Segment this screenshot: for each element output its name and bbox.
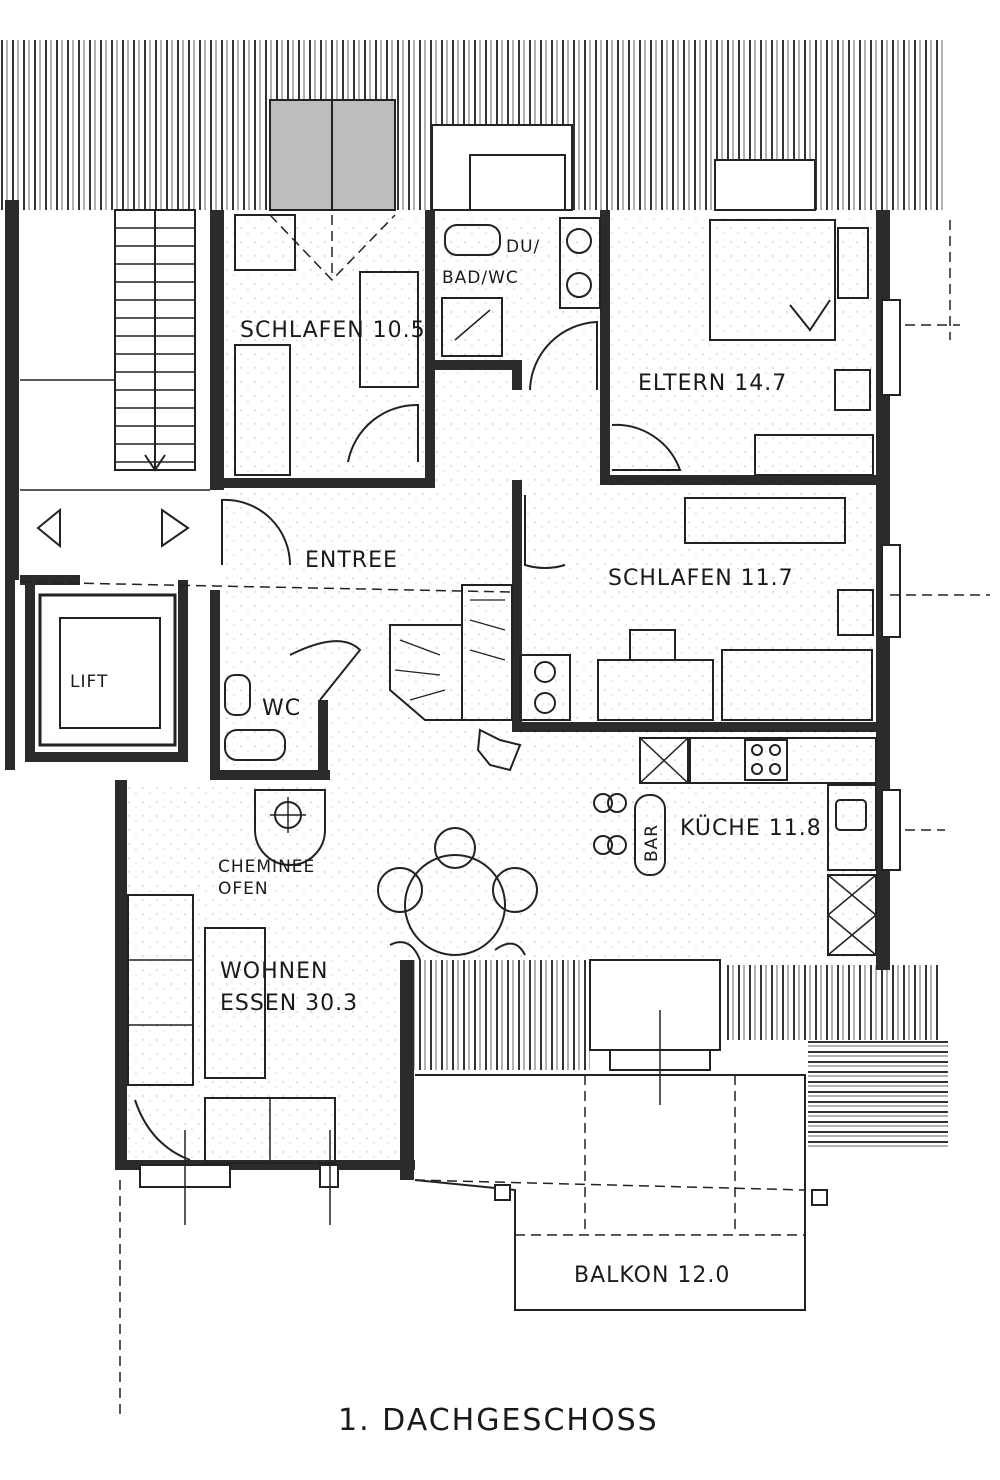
walls [5,200,890,1180]
label-lift: LIFT [70,672,108,692]
main-staircase [20,209,210,549]
label-bad-wc: BAD/WC [442,268,519,288]
plan-title: 1. DACHGESCHOSS [338,1403,659,1438]
label-schlafen-2: SCHLAFEN 11.7 [608,566,794,591]
label-eltern: ELTERN 14.7 [638,371,787,396]
living-floor-texture [125,780,410,1170]
axis-lines [119,220,990,1420]
parents-bedroom-furniture [611,219,901,476]
label-du: DU/ [506,237,540,257]
spiral-stair [389,584,513,721]
entree-area [19,498,513,721]
bedroom2-furniture [519,495,901,721]
roof-hatching-top [0,40,945,211]
kitchen-fixtures [593,737,901,956]
balcony [414,959,828,1311]
label-essen: ESSEN 30.3 [220,991,358,1016]
roof-hatching-bottom [400,960,948,1150]
bedroom1-furniture [234,214,419,476]
label-wohnen: WOHNEN [220,959,328,984]
living-dining-furniture [127,728,538,1164]
wc-fixtures [224,640,362,761]
bathroom-fixtures [441,217,601,391]
label-wc: WC [262,696,301,721]
label-schlafen-1: SCHLAFEN 10.5 [240,318,426,343]
windows-bottom [139,1130,339,1225]
lift-shaft [38,593,177,747]
label-bar: BAR [642,824,662,862]
label-ofen: OFEN [218,879,269,899]
label-entree: ENTREE [305,548,398,573]
label-balkon: BALKON 12.0 [574,1263,730,1288]
label-cheminee: CHEMINEE [218,857,315,877]
label-kueche: KÜCHE 11.8 [680,815,822,841]
